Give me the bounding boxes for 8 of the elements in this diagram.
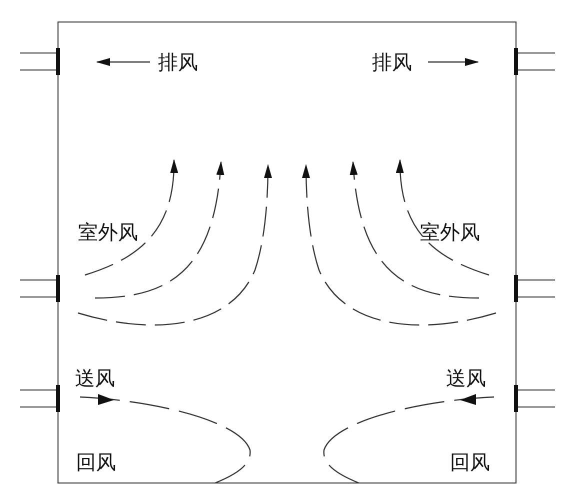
airflow-label: 回风: [450, 450, 490, 474]
airflow-label: 排风: [372, 50, 412, 74]
airflow-label: 送风: [446, 366, 486, 390]
airflow-label: 送风: [75, 366, 115, 390]
airflow-label: 室外风: [78, 220, 138, 244]
airflow-label: 回风: [76, 450, 116, 474]
airflow-label: 室外风: [420, 220, 480, 244]
airflow-label: 排风: [158, 50, 198, 74]
